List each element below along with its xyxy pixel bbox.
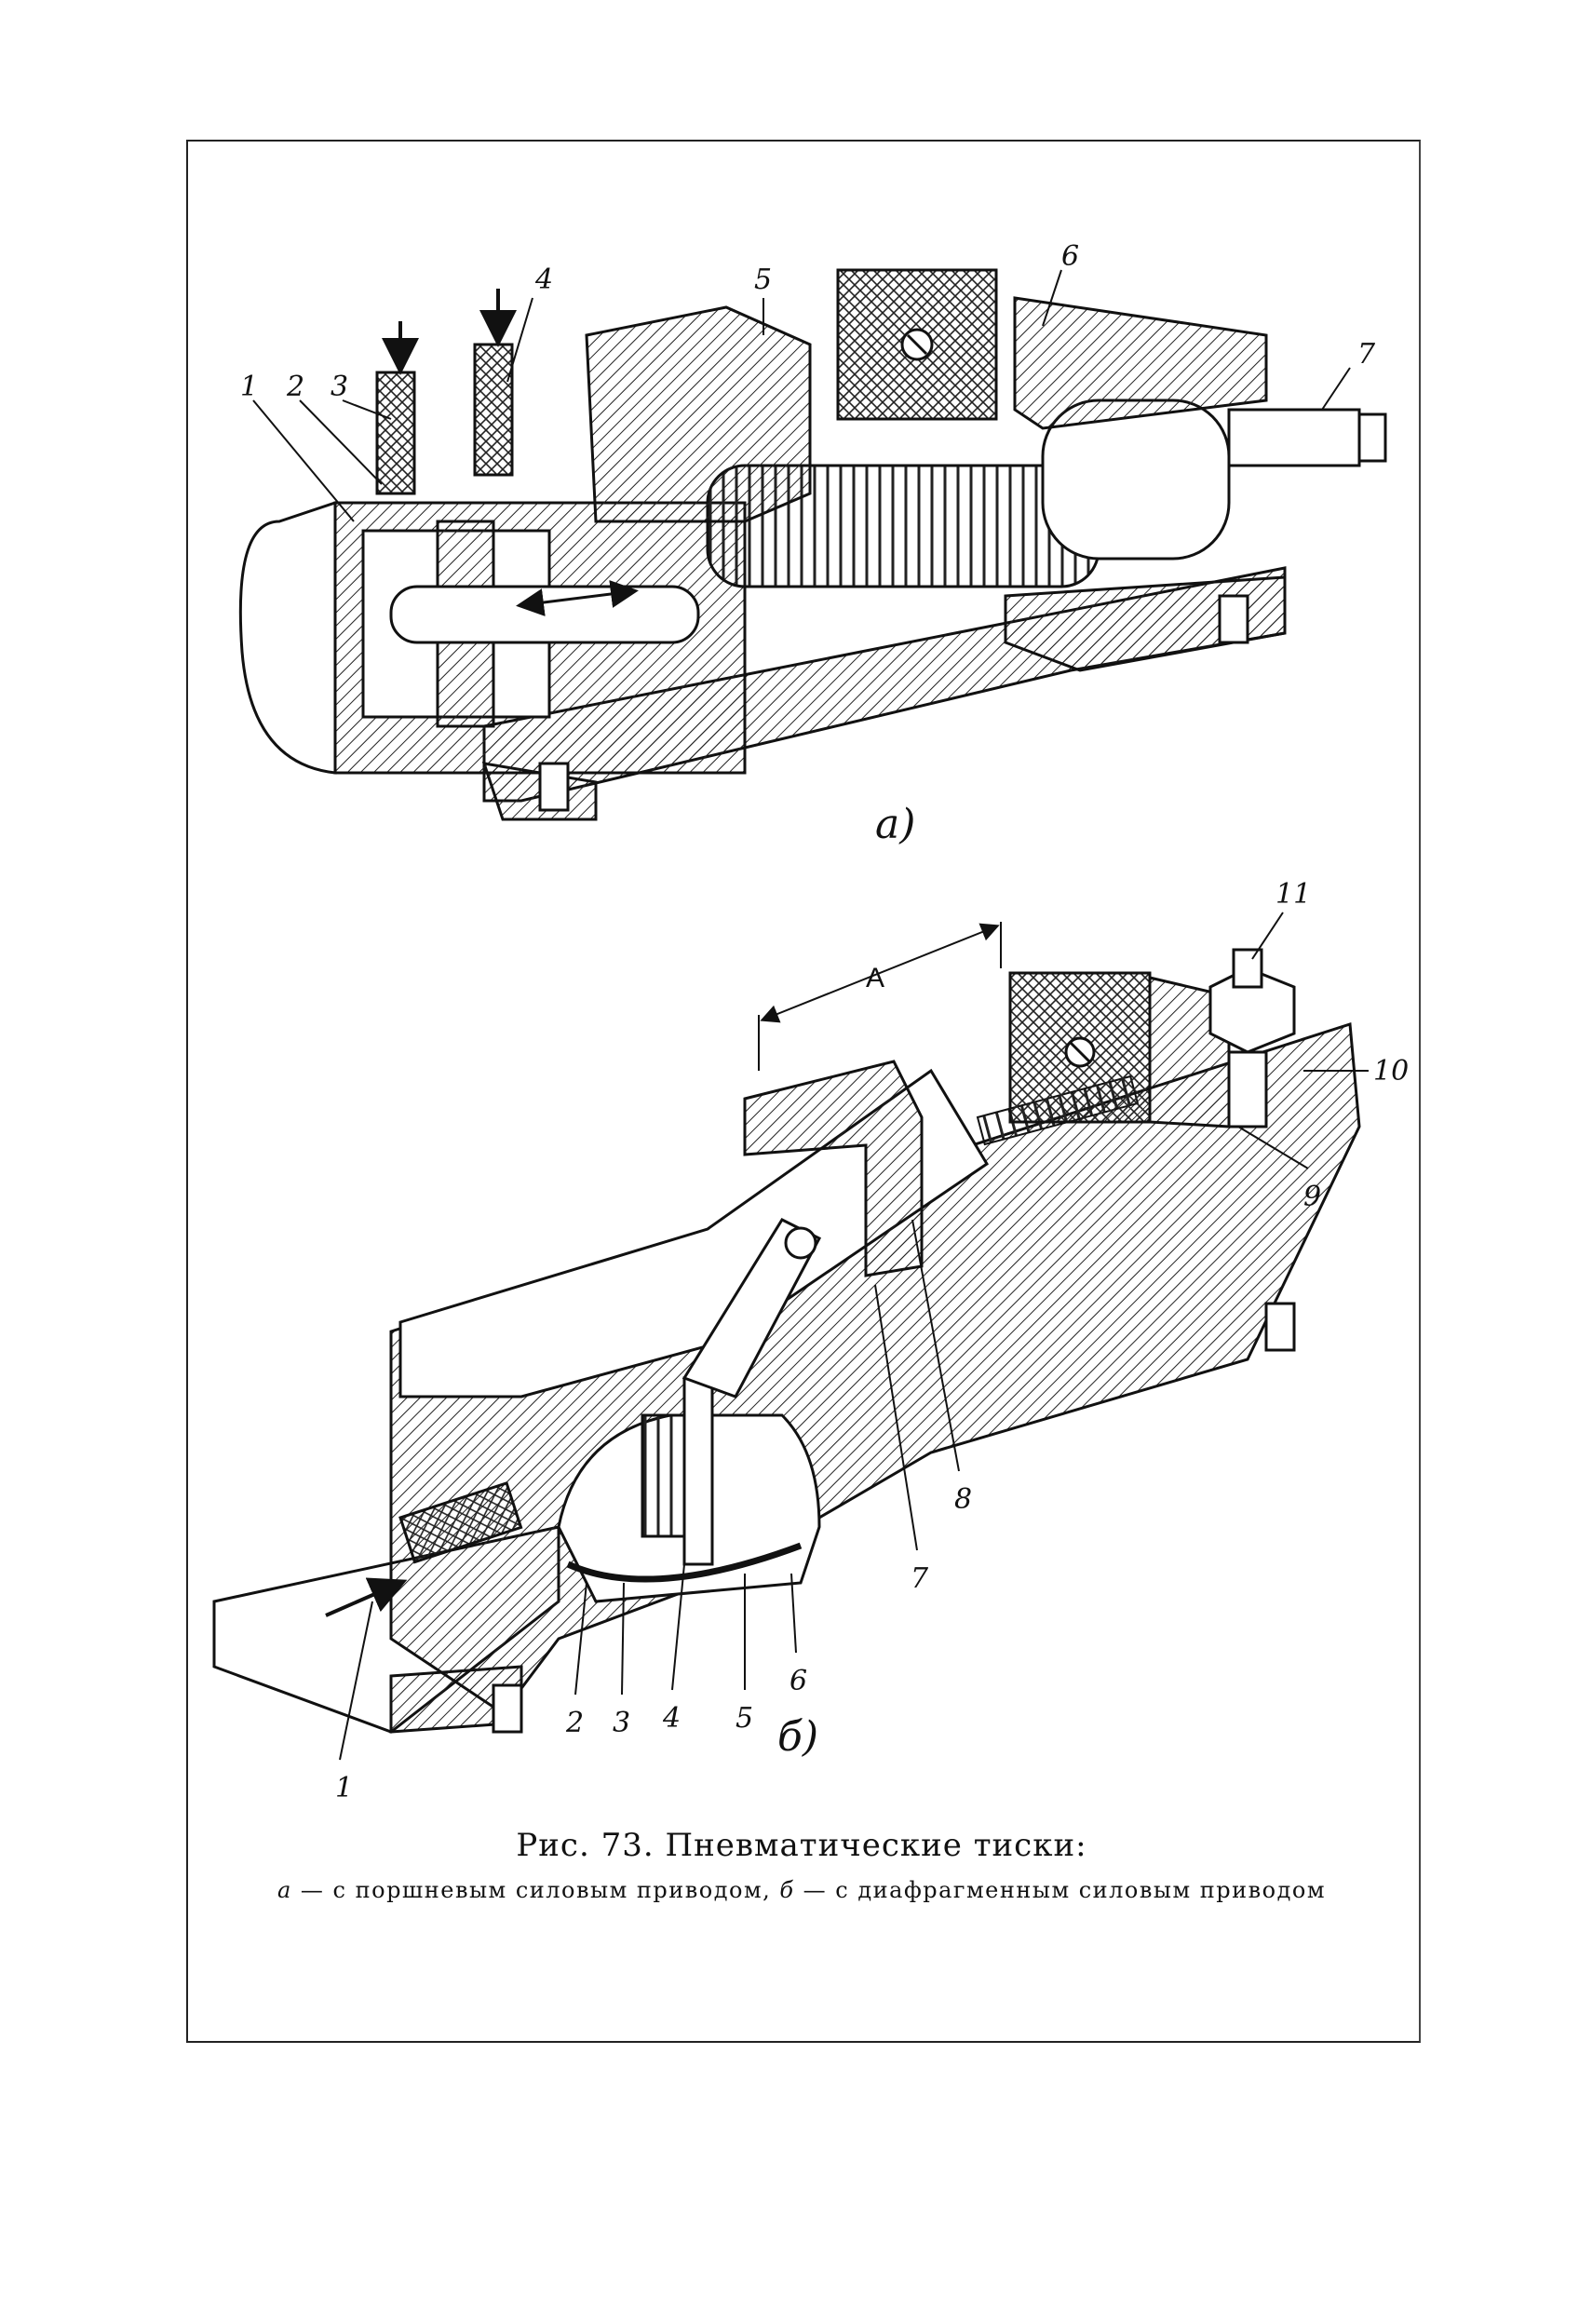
dimension-a [758, 922, 1002, 1071]
right-foot [1004, 575, 1287, 672]
caption-part-a-text: — с поршневым силовым приводом, [291, 1877, 780, 1903]
callout-b-7: 7 [911, 1562, 929, 1595]
callout-b-9: 9 [1303, 1181, 1321, 1213]
piston-rod [389, 585, 700, 644]
air-fitting-right [473, 343, 514, 477]
callout-b-1: 1 [335, 1772, 353, 1804]
callout-b-2: 2 [565, 1707, 584, 1739]
end-shaft [1227, 408, 1361, 467]
callout-b-3: 3 [613, 1707, 630, 1739]
air-fitting-left [375, 371, 416, 495]
moving-jaw [1013, 296, 1268, 430]
plunger-rod [682, 1376, 714, 1566]
callout-a-1: 1 [240, 371, 258, 403]
callout-b-11: 11 [1275, 878, 1311, 911]
callout-a-7: 7 [1357, 338, 1376, 371]
cylinder-end-cap [238, 500, 337, 775]
rod-motion-arrow [516, 580, 639, 616]
callout-leaders-b [339, 912, 1369, 1761]
fixed-jaw-b [743, 1060, 924, 1277]
figure-frame [186, 140, 1421, 2043]
callout-leaders-a [252, 269, 1351, 522]
fixed-jaw [585, 305, 812, 523]
sublabel-b: б) [777, 1713, 818, 1761]
stud [1232, 948, 1263, 989]
callout-a-6: 6 [1061, 240, 1079, 273]
dimension-a-label: A [866, 963, 884, 993]
caption-part-b-letter: б [779, 1877, 795, 1903]
piston-vise-drawing [238, 268, 1387, 821]
callout-b-10: 10 [1373, 1055, 1409, 1088]
callout-b-5: 5 [736, 1702, 753, 1735]
air-inlet-fitting [398, 1481, 523, 1564]
diaphragm-vise-drawing [212, 912, 1369, 1761]
callout-a-5: 5 [754, 263, 772, 296]
lever [682, 1218, 822, 1398]
callout-a-3: 3 [331, 371, 348, 403]
caption-part-b-text: — с диафрагменным силовым приводом [794, 1877, 1326, 1903]
figure-caption-title: Рис. 73. Пневматические тиски: [516, 1827, 1087, 1864]
caption-part-a-letter: а [277, 1877, 292, 1903]
callout-b-6: 6 [790, 1665, 807, 1697]
sublabel-a: а) [875, 801, 915, 848]
callout-b-8: 8 [954, 1483, 972, 1516]
diaphragm [566, 1542, 803, 1583]
upper-slab [398, 1068, 990, 1398]
callout-b-4: 4 [662, 1702, 681, 1735]
callout-a-2: 2 [286, 371, 304, 403]
figure-caption-description: а — с поршневым силовым приводом, б — с … [186, 1877, 1417, 1903]
callout-a-4: 4 [534, 263, 553, 296]
